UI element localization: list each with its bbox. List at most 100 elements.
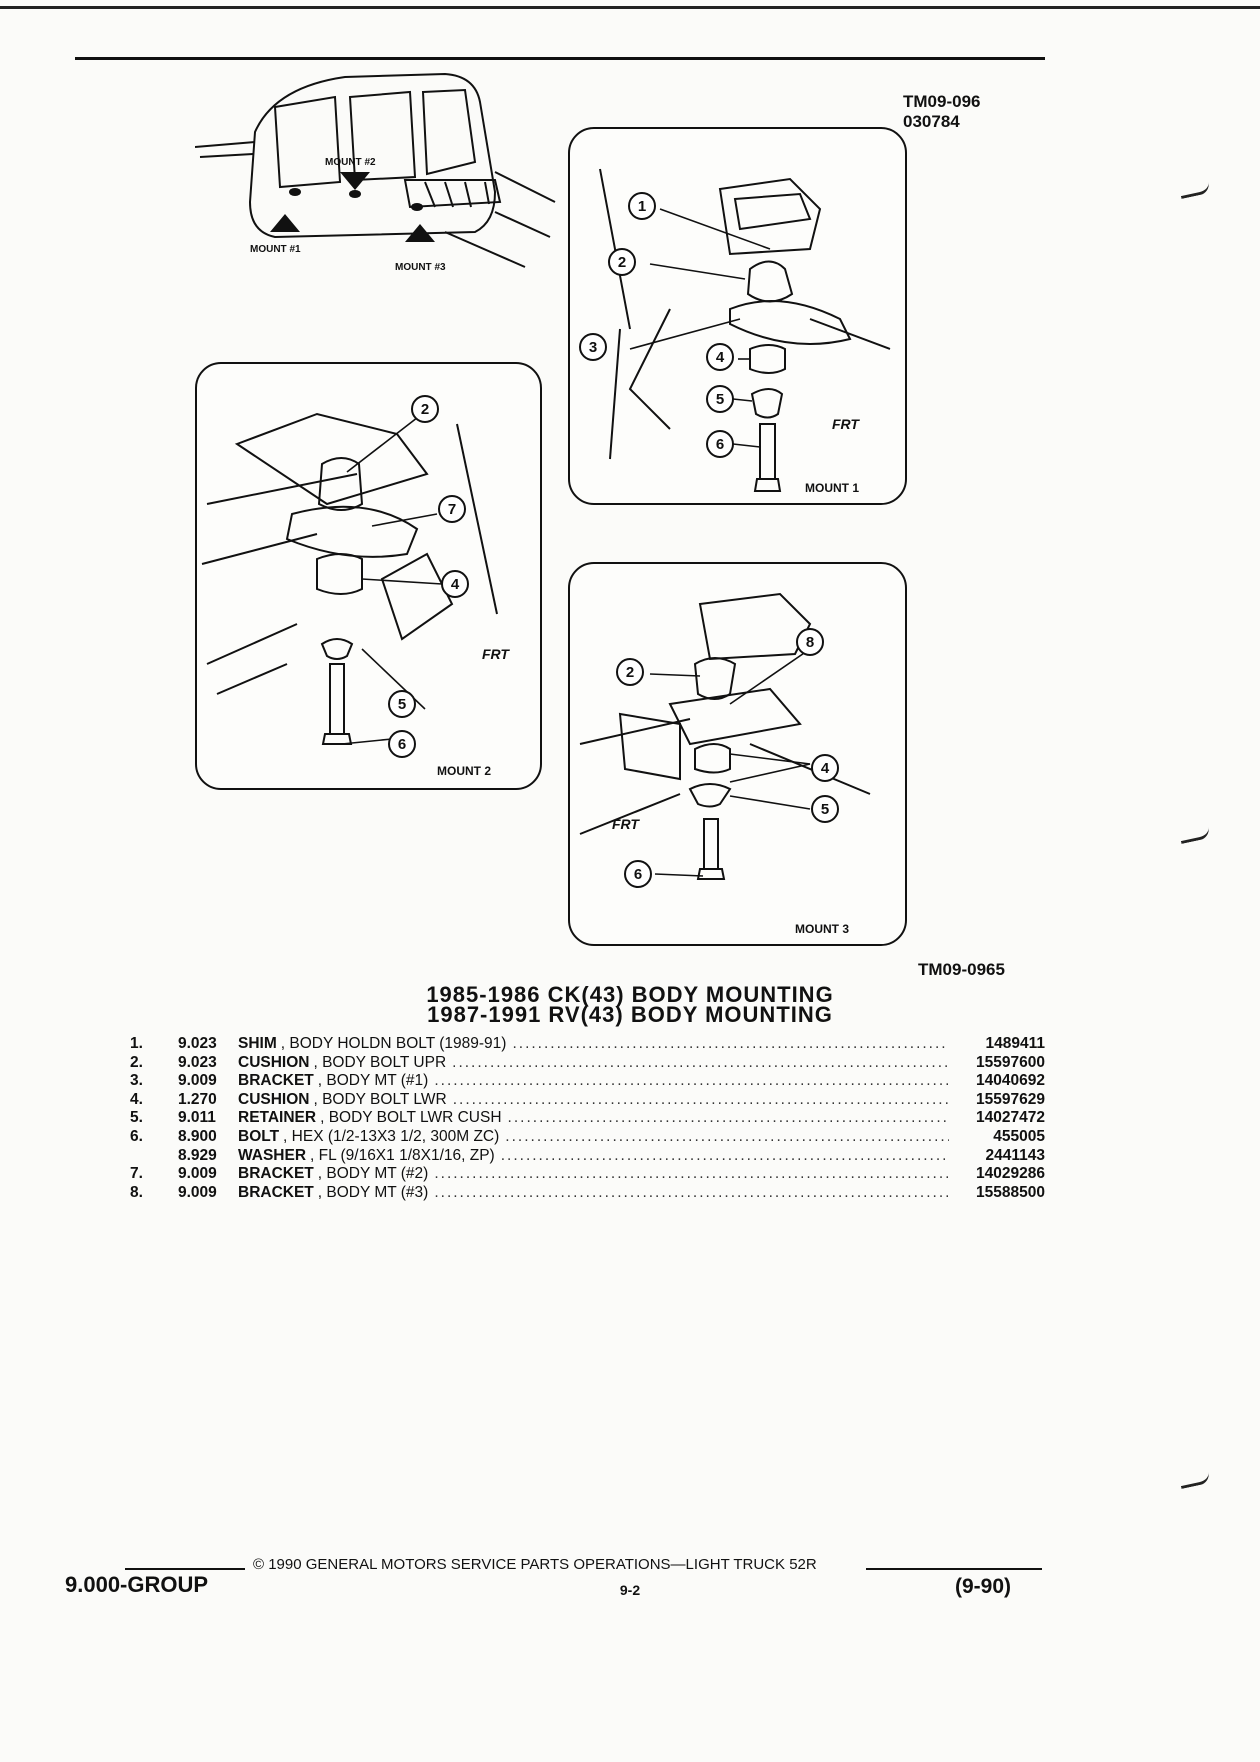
mount-2-drawing: 2 7 4 5 6 [201, 395, 498, 758]
part-number-index: 2. [130, 1053, 143, 1071]
part-name: BOLT [238, 1127, 280, 1145]
overview-label-mount-2: MOUNT #2 [325, 157, 376, 168]
part-description: , HEX (1/2-13X3 1/2, 300M ZC) [283, 1127, 500, 1145]
part-name: SHIM [238, 1035, 277, 1052]
figure-ref-top: TM09-096 030784 [903, 92, 980, 132]
part-group-code: 9.009 [178, 1072, 217, 1090]
part-number: 14040692 [976, 1072, 1045, 1090]
part-row: 3. 9.009 BRACKET, BODY MT (#1) 14040692 [130, 1072, 1045, 1091]
part-number: 15588500 [976, 1183, 1045, 1201]
callout-5: 5 [821, 801, 829, 818]
part-description: , BODY BOLT LWR CUSH [320, 1109, 502, 1127]
binder-mark [1179, 1472, 1211, 1489]
part-number-index: 4. [130, 1090, 143, 1108]
part-number-index: 6. [130, 1127, 143, 1145]
leader-dots [434, 1165, 949, 1183]
figure-ref-date: 030784 [903, 112, 960, 131]
part-number: 2441143 [985, 1146, 1046, 1164]
part-description: , FL (9/16X1 1/8X1/16, ZP) [310, 1146, 495, 1164]
callout-7: 7 [448, 501, 456, 518]
leader-dots [501, 1147, 949, 1165]
part-name: WASHER [238, 1146, 307, 1164]
front-direction-label: FRT [832, 416, 859, 432]
callout-3: 3 [589, 339, 597, 356]
footer-rule-left [125, 1568, 245, 1570]
figure-ref-code: TM09-096 [903, 92, 981, 111]
callout-2: 2 [626, 664, 634, 681]
callout-5: 5 [398, 696, 406, 713]
part-number-index: 7. [130, 1165, 143, 1183]
part-number-index: 5. [130, 1109, 143, 1127]
part-group-code: 9.009 [178, 1183, 217, 1201]
callout-4: 4 [451, 576, 460, 593]
part-number: 15597629 [976, 1090, 1045, 1108]
mount-1-label: MOUNT 1 [805, 481, 859, 495]
part-group-code: 9.011 [178, 1109, 216, 1127]
top-edge-rule [0, 6, 1260, 9]
leader-dots [508, 1109, 949, 1127]
callout-8: 8 [806, 634, 814, 651]
part-name: BRACKET [238, 1183, 314, 1201]
callout-2: 2 [421, 401, 429, 418]
part-number: 15597600 [976, 1053, 1045, 1071]
callout-5: 5 [716, 391, 724, 408]
binder-mark [1179, 827, 1211, 844]
overview-label-mount-1: MOUNT #1 [250, 244, 301, 255]
leader-dots [505, 1128, 949, 1146]
mount-2-panel: 2 7 4 5 6 FRT MOUNT 2 [195, 362, 542, 790]
title-line-2: 1987-1991 RV(43) BODY MOUNTING [427, 1002, 833, 1027]
part-description: , BODY BOLT LWR [313, 1090, 447, 1108]
part-name: BRACKET [238, 1072, 314, 1090]
leader-dots [434, 1072, 949, 1090]
part-group-code: 9.023 [178, 1035, 217, 1052]
footer-group: 9.000-GROUP [65, 1572, 209, 1597]
header-rule [75, 57, 1045, 60]
footer-copyright: © 1990 GENERAL MOTORS SERVICE PARTS OPER… [253, 1556, 817, 1573]
footer-page-number: 9-2 [619, 1582, 641, 1598]
leader-dots [453, 1091, 949, 1109]
title-line-1: 1985-1986 CK(43) BODY MOUNTING [426, 982, 834, 1007]
part-name: BRACKET [238, 1165, 314, 1183]
part-name: RETAINER [238, 1109, 317, 1127]
leader-dots [434, 1184, 949, 1202]
part-row: 5. 9.011 RETAINER, BODY BOLT LWR CUSH 14027… [130, 1109, 1045, 1128]
callout-4: 4 [716, 349, 725, 366]
mount-3-panel: 2 8 4 5 6 FRT MOUNT 3 [568, 562, 907, 946]
part-description: , BODY BOLT UPR [313, 1053, 447, 1071]
callout-6: 6 [634, 866, 642, 883]
footer-rule-right [866, 1568, 1042, 1570]
leader-dots [452, 1054, 949, 1072]
part-number-index: 1. [130, 1035, 143, 1052]
part-description: , BODY MT (#3) [317, 1183, 429, 1201]
callout-6: 6 [398, 736, 406, 753]
part-group-code: 8.929 [178, 1146, 217, 1164]
leader-dots [512, 1035, 949, 1053]
part-number: 14029286 [976, 1165, 1045, 1183]
footer-date: (9-90) [955, 1575, 1012, 1598]
part-number: 14027472 [976, 1109, 1045, 1127]
section-title: 1985-1986 CK(43) BODY MOUNTING 1987-1991… [0, 982, 1260, 1027]
mount-2-label: MOUNT 2 [437, 764, 491, 778]
part-group-code: 9.023 [178, 1053, 217, 1071]
part-description: , BODY MT (#1) [317, 1072, 429, 1090]
binder-mark [1179, 182, 1211, 199]
callout-6: 6 [716, 436, 724, 453]
overview-truck-illustration: MOUNT #2 MOUNT #1 MOUNT #3 [194, 62, 565, 292]
part-row: 8.929 WASHER, FL (9/16X1 1/8X1/16, ZP) 244… [130, 1147, 1045, 1166]
mount-1-drawing: 1 2 3 4 5 6 [579, 168, 891, 492]
front-direction-label: FRT [482, 646, 509, 662]
mount-3-label: MOUNT 3 [795, 922, 849, 936]
figure-ref-bottom: TM09-0965 [918, 960, 1005, 979]
part-number-index: 3. [130, 1072, 143, 1090]
mount-1-panel: 1 2 3 4 5 6 FRT MOUNT 1 [568, 127, 907, 505]
part-description: , BODY MT (#2) [317, 1165, 429, 1183]
mount-3-drawing: 2 8 4 5 6 [579, 592, 871, 888]
part-number: 1489411 [985, 1035, 1046, 1052]
callout-4: 4 [821, 760, 830, 777]
